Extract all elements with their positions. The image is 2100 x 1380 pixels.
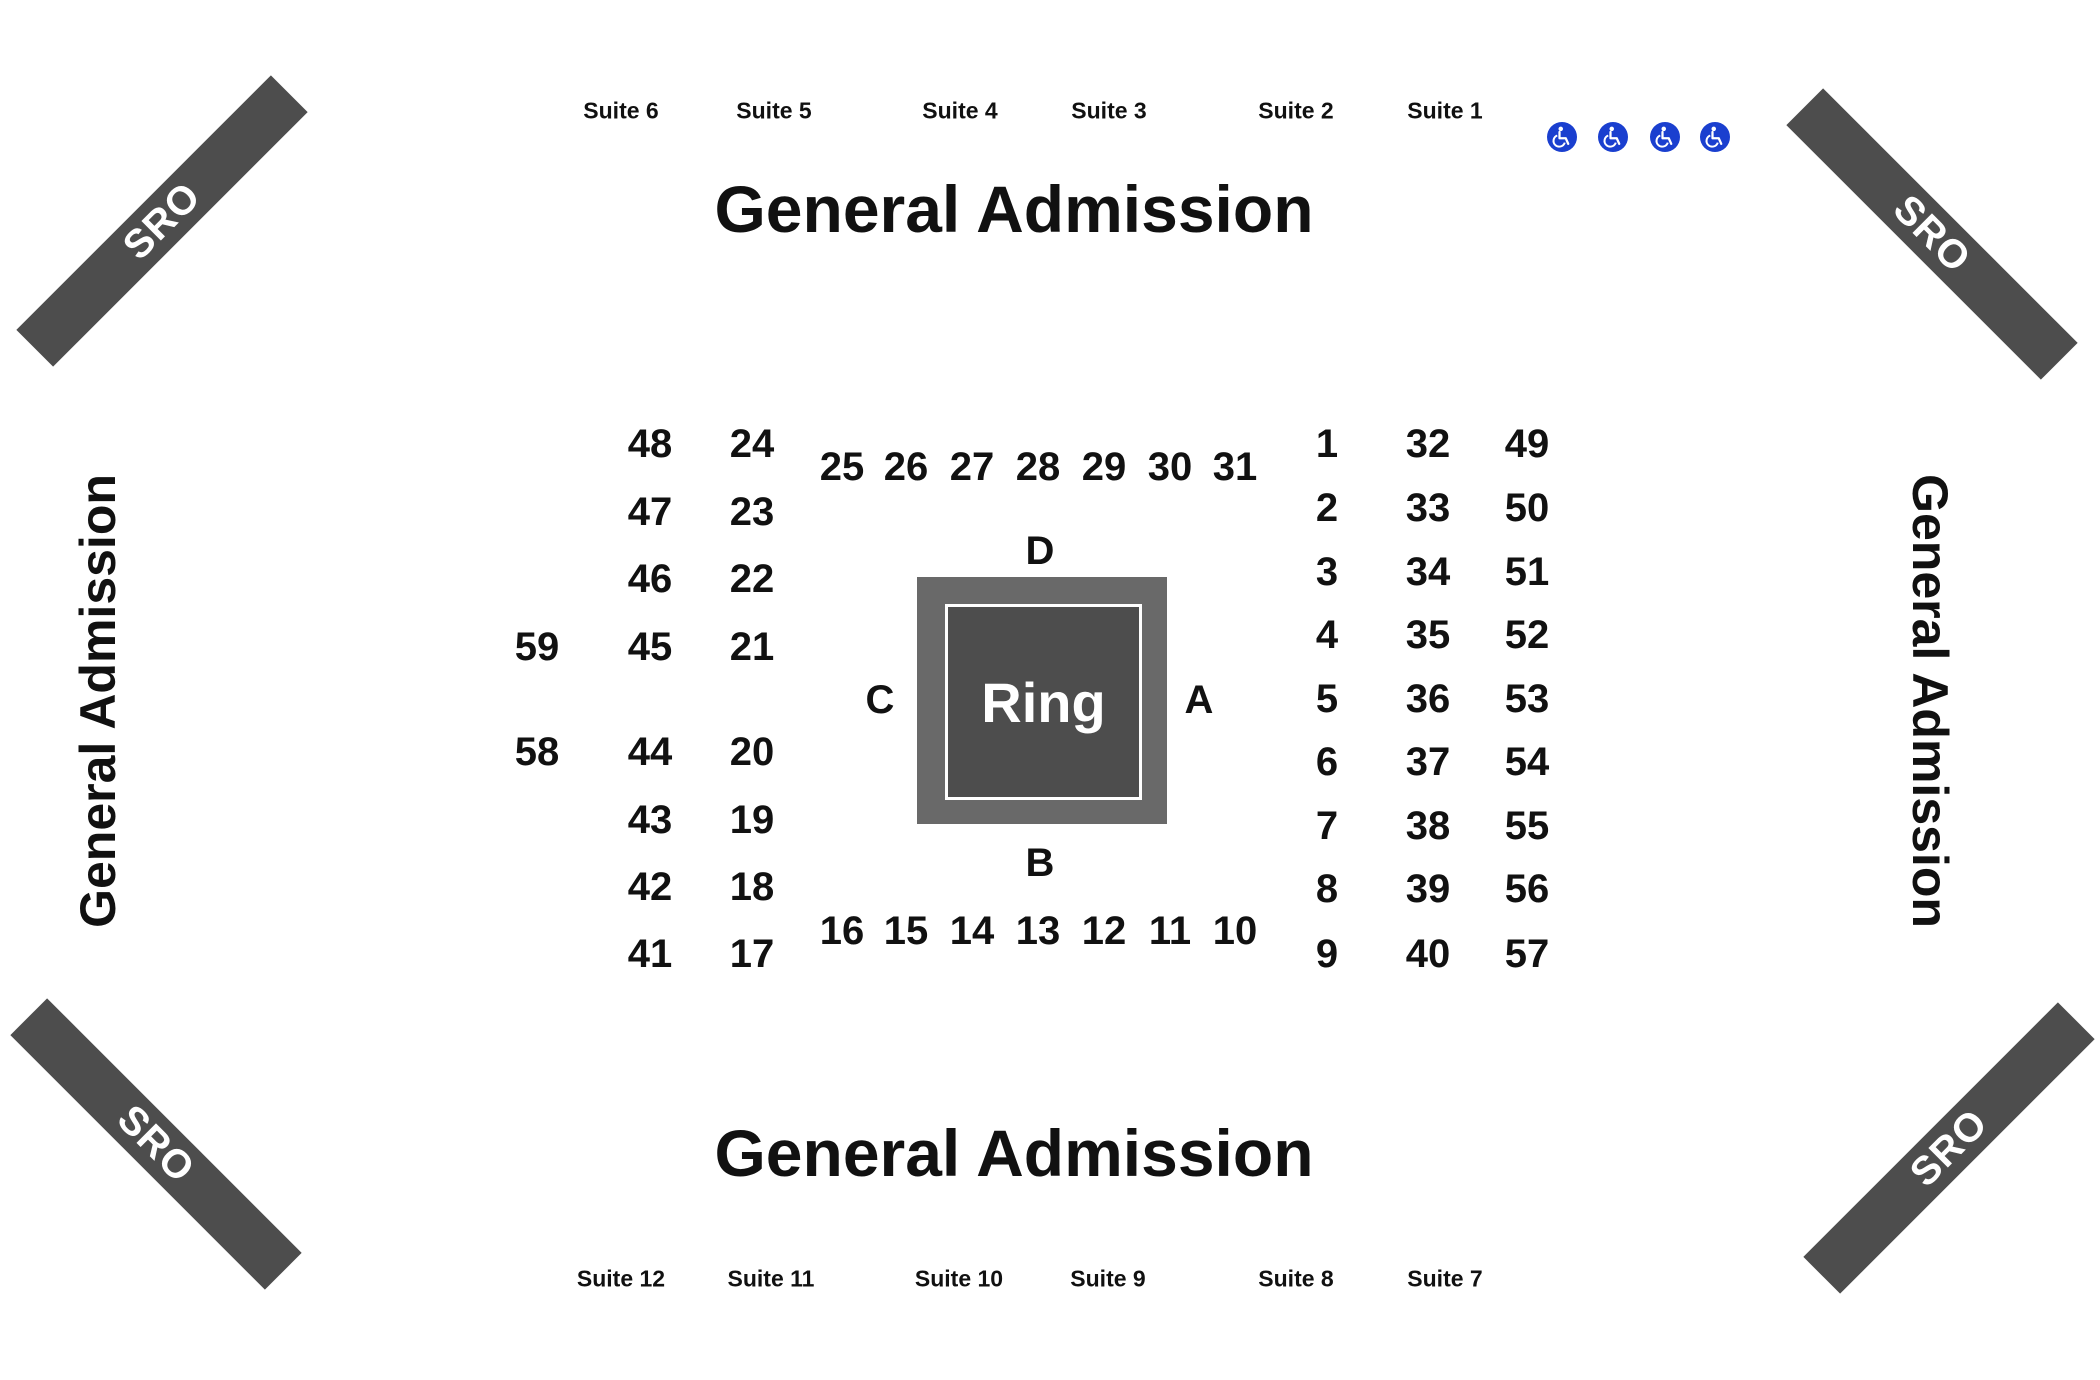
suite-5[interactable]: Suite 5 bbox=[736, 97, 812, 124]
section-43[interactable]: 43 bbox=[627, 798, 673, 842]
section-7[interactable]: 7 bbox=[1315, 804, 1339, 848]
wheelchair-icon[interactable] bbox=[1594, 118, 1632, 156]
section-24[interactable]: 24 bbox=[729, 422, 775, 466]
boxing-ring[interactable]: Ring bbox=[917, 577, 1167, 824]
ring-side-c: C bbox=[865, 678, 895, 722]
section-18[interactable]: 18 bbox=[729, 865, 775, 909]
section-48[interactable]: 48 bbox=[627, 422, 673, 466]
suite-4[interactable]: Suite 4 bbox=[922, 97, 998, 124]
suite-12[interactable]: Suite 12 bbox=[576, 1265, 666, 1292]
suite-10[interactable]: Suite 10 bbox=[914, 1265, 1004, 1292]
ring-side-d: D bbox=[1025, 529, 1055, 573]
section-52[interactable]: 52 bbox=[1504, 613, 1550, 657]
suite-3[interactable]: Suite 3 bbox=[1071, 97, 1147, 124]
general-admission-left[interactable]: General Admission bbox=[70, 474, 126, 928]
section-57[interactable]: 57 bbox=[1504, 932, 1550, 976]
section-36[interactable]: 36 bbox=[1405, 677, 1451, 721]
section-16[interactable]: 16 bbox=[819, 909, 865, 953]
section-37[interactable]: 37 bbox=[1405, 740, 1451, 784]
ring-side-a: A bbox=[1184, 678, 1214, 722]
suite-6[interactable]: Suite 6 bbox=[583, 97, 659, 124]
suite-8[interactable]: Suite 8 bbox=[1258, 1265, 1334, 1292]
section-9[interactable]: 9 bbox=[1315, 932, 1339, 976]
section-45[interactable]: 45 bbox=[627, 625, 673, 669]
section-6[interactable]: 6 bbox=[1315, 740, 1339, 784]
section-12[interactable]: 12 bbox=[1081, 909, 1127, 953]
section-59[interactable]: 59 bbox=[514, 625, 560, 669]
section-27[interactable]: 27 bbox=[949, 445, 995, 489]
suite-2[interactable]: Suite 2 bbox=[1258, 97, 1334, 124]
section-2[interactable]: 2 bbox=[1315, 486, 1339, 530]
suite-11[interactable]: Suite 11 bbox=[727, 1265, 815, 1292]
wheelchair-icon[interactable] bbox=[1696, 118, 1734, 156]
section-32[interactable]: 32 bbox=[1405, 422, 1451, 466]
section-22[interactable]: 22 bbox=[729, 557, 775, 601]
section-30[interactable]: 30 bbox=[1147, 445, 1193, 489]
suite-1[interactable]: Suite 1 bbox=[1407, 97, 1483, 124]
sro-label: SRO bbox=[1901, 1100, 1996, 1195]
section-4[interactable]: 4 bbox=[1315, 613, 1339, 657]
sro-label: SRO bbox=[114, 173, 209, 268]
section-35[interactable]: 35 bbox=[1405, 613, 1451, 657]
sro-label: SRO bbox=[109, 1096, 204, 1191]
section-41[interactable]: 41 bbox=[627, 932, 673, 976]
section-10[interactable]: 10 bbox=[1212, 909, 1258, 953]
wheelchair-icon[interactable] bbox=[1646, 118, 1684, 156]
section-33[interactable]: 33 bbox=[1405, 486, 1451, 530]
ring-side-b: B bbox=[1025, 841, 1055, 885]
suite-9[interactable]: Suite 9 bbox=[1070, 1265, 1146, 1292]
general-admission-right[interactable]: General Admission bbox=[1902, 474, 1958, 928]
section-11[interactable]: 11 bbox=[1148, 909, 1192, 953]
section-54[interactable]: 54 bbox=[1504, 740, 1550, 784]
general-admission-top[interactable]: General Admission bbox=[714, 172, 1314, 246]
ring-canvas: Ring bbox=[945, 604, 1142, 800]
section-55[interactable]: 55 bbox=[1504, 804, 1550, 848]
section-39[interactable]: 39 bbox=[1405, 867, 1451, 911]
sro-label: SRO bbox=[1885, 186, 1980, 281]
section-50[interactable]: 50 bbox=[1504, 486, 1550, 530]
sro-top-right[interactable]: SRO bbox=[1786, 88, 2078, 380]
section-20[interactable]: 20 bbox=[729, 730, 775, 774]
section-44[interactable]: 44 bbox=[627, 730, 673, 774]
section-46[interactable]: 46 bbox=[627, 557, 673, 601]
suite-7[interactable]: Suite 7 bbox=[1407, 1265, 1483, 1292]
sro-bottom-left[interactable]: SRO bbox=[10, 998, 302, 1290]
section-19[interactable]: 19 bbox=[729, 798, 775, 842]
section-42[interactable]: 42 bbox=[627, 865, 673, 909]
section-53[interactable]: 53 bbox=[1504, 677, 1550, 721]
section-56[interactable]: 56 bbox=[1504, 867, 1550, 911]
section-49[interactable]: 49 bbox=[1504, 422, 1550, 466]
wheelchair-icon[interactable] bbox=[1543, 118, 1581, 156]
section-51[interactable]: 51 bbox=[1504, 550, 1550, 594]
section-1[interactable]: 1 bbox=[1315, 422, 1339, 466]
section-31[interactable]: 31 bbox=[1212, 445, 1258, 489]
section-5[interactable]: 5 bbox=[1315, 677, 1339, 721]
section-38[interactable]: 38 bbox=[1405, 804, 1451, 848]
section-58[interactable]: 58 bbox=[514, 730, 560, 774]
section-47[interactable]: 47 bbox=[627, 490, 673, 534]
section-40[interactable]: 40 bbox=[1405, 932, 1451, 976]
sro-bottom-right[interactable]: SRO bbox=[1803, 1002, 2095, 1294]
section-28[interactable]: 28 bbox=[1015, 445, 1061, 489]
section-25[interactable]: 25 bbox=[819, 445, 865, 489]
section-8[interactable]: 8 bbox=[1315, 867, 1339, 911]
section-34[interactable]: 34 bbox=[1405, 550, 1451, 594]
general-admission-bottom[interactable]: General Admission bbox=[714, 1116, 1314, 1190]
sro-top-left[interactable]: SRO bbox=[16, 75, 308, 367]
section-3[interactable]: 3 bbox=[1315, 550, 1339, 594]
ring-label: Ring bbox=[981, 670, 1106, 734]
section-15[interactable]: 15 bbox=[883, 909, 929, 953]
section-13[interactable]: 13 bbox=[1015, 909, 1061, 953]
section-26[interactable]: 26 bbox=[883, 445, 929, 489]
section-14[interactable]: 14 bbox=[949, 909, 995, 953]
section-29[interactable]: 29 bbox=[1081, 445, 1127, 489]
section-21[interactable]: 21 bbox=[729, 625, 775, 669]
section-23[interactable]: 23 bbox=[729, 490, 775, 534]
section-17[interactable]: 17 bbox=[729, 932, 775, 976]
